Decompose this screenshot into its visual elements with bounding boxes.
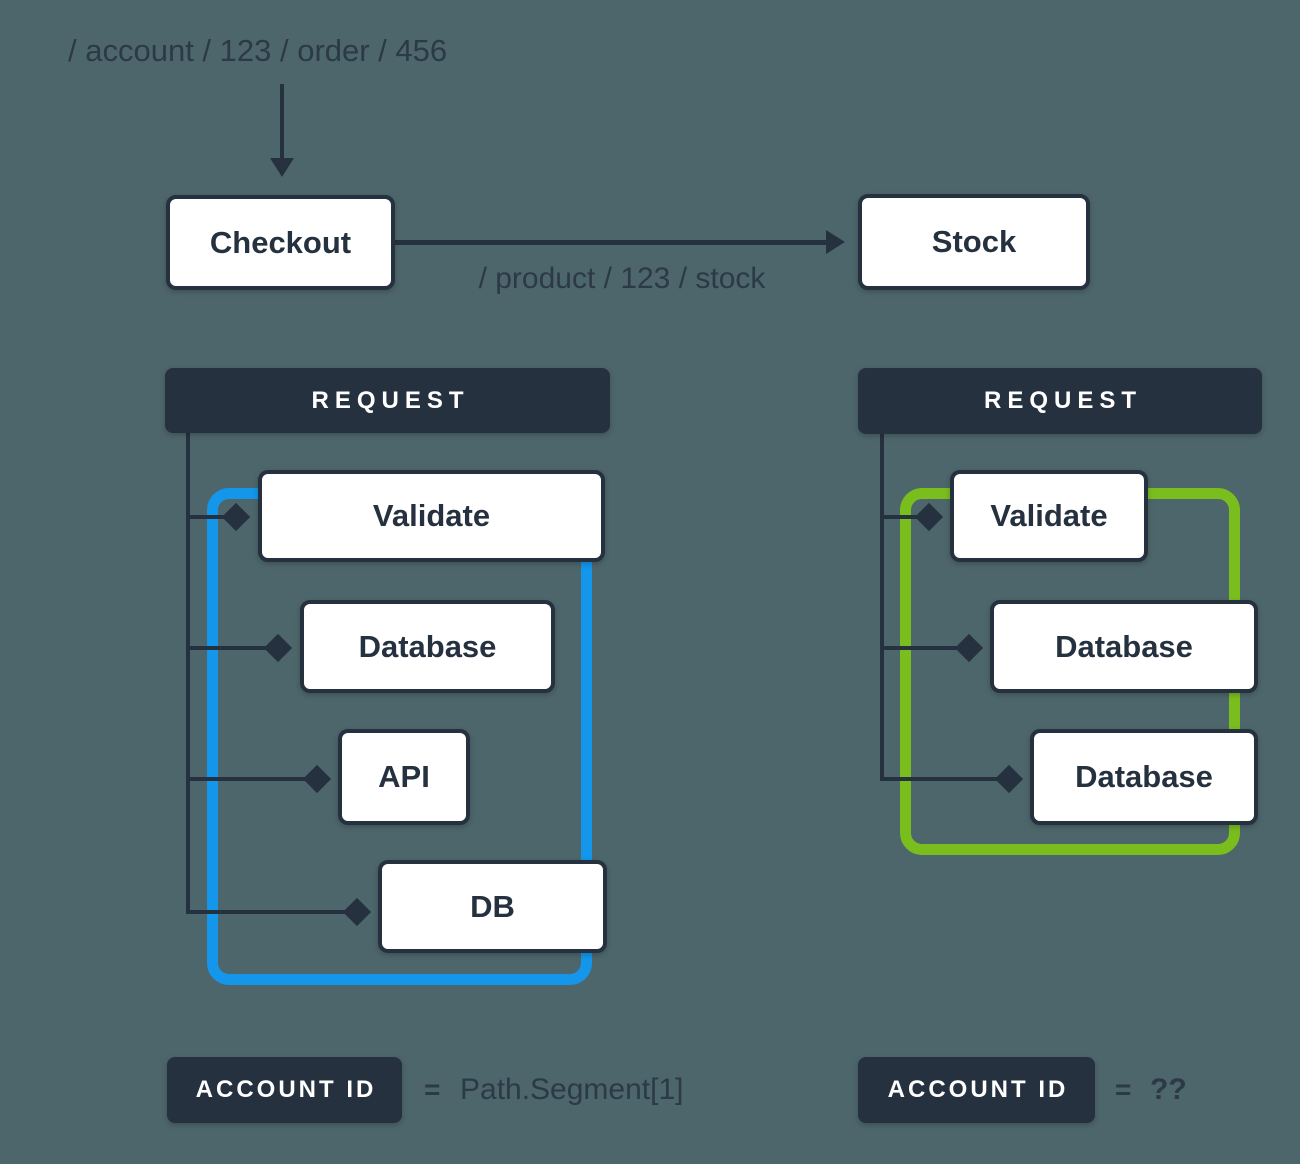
node-db-left: DB bbox=[378, 860, 607, 953]
trunk-line-left bbox=[186, 433, 190, 914]
account-id-badge-left: ACCOUNT ID bbox=[167, 1057, 402, 1123]
equals-sign: = bbox=[424, 1074, 441, 1105]
node-database1-right: Database bbox=[990, 600, 1258, 693]
connector-line bbox=[882, 777, 1009, 781]
account-id-value-right: ?? bbox=[1150, 1073, 1187, 1106]
stock-node: Stock bbox=[858, 194, 1090, 290]
right-arrowhead-icon bbox=[826, 230, 845, 254]
forward-request-path-label: / product / 123 / stock bbox=[478, 262, 766, 295]
trunk-line-right bbox=[880, 434, 884, 781]
down-arrow-line bbox=[280, 84, 284, 160]
connector-line bbox=[882, 515, 929, 519]
checkout-to-stock-arrow-line bbox=[395, 240, 827, 245]
incoming-request-path-label: / account / 123 / order / 456 bbox=[68, 33, 448, 68]
connector-line bbox=[882, 646, 969, 650]
connector-line bbox=[188, 777, 317, 781]
node-api-left: API bbox=[338, 729, 470, 825]
node-validate-left: Validate bbox=[258, 470, 605, 562]
down-arrowhead-icon bbox=[270, 158, 294, 177]
connector-line bbox=[188, 910, 357, 914]
connector-line bbox=[188, 515, 238, 519]
node-database-left: Database bbox=[300, 600, 555, 693]
request-header-right: REQUEST bbox=[858, 368, 1262, 434]
request-header-left: REQUEST bbox=[165, 368, 610, 433]
account-id-value-left: Path.Segment[1] bbox=[460, 1073, 684, 1106]
node-database2-right: Database bbox=[1030, 729, 1258, 825]
node-validate-right: Validate bbox=[950, 470, 1148, 562]
account-id-badge-right: ACCOUNT ID bbox=[858, 1057, 1095, 1123]
checkout-node: Checkout bbox=[166, 195, 395, 290]
equals-sign: = bbox=[1115, 1074, 1132, 1105]
connector-line bbox=[188, 646, 278, 650]
